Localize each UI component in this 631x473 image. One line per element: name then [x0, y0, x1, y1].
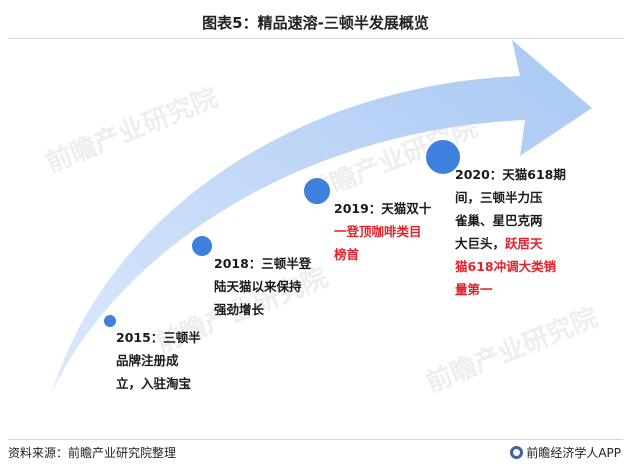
- milestone-node-2019: [302, 176, 332, 206]
- milestone-node-2018: [190, 234, 214, 258]
- milestone-text: 雀巢、星巴克两: [455, 213, 543, 228]
- milestone-highlight: 量第一: [455, 282, 493, 297]
- milestone-text: 间，三顿半力压: [455, 190, 543, 205]
- milestone-highlight: 跃居天: [505, 236, 543, 251]
- milestone-text: 2019：天猫双十: [334, 201, 432, 216]
- milestone-node-2020: [424, 138, 462, 176]
- milestone-highlight: 一登顶咖啡类目: [334, 224, 422, 239]
- milestone-text: 大巨头，: [455, 236, 506, 251]
- brand-name: 前瞻经济学人APP: [526, 446, 621, 460]
- milestone-node-2015: [102, 313, 118, 329]
- source-note: 资料来源：前瞻产业研究院整理: [8, 446, 177, 460]
- milestone-text: 强劲增长: [214, 302, 265, 317]
- milestone-text: 2020：天猫618期: [455, 167, 566, 182]
- milestone-2015: 2015：三顿半 品牌注册成 立，入驻淘宝: [116, 326, 201, 395]
- milestone-highlight: 榜首: [334, 247, 360, 262]
- page-title: 图表5：精品速溶-三顿半发展概览: [202, 14, 429, 32]
- brand-logo-icon: [510, 446, 524, 459]
- milestone-text: 品牌注册成: [116, 353, 179, 368]
- footer-divider: [8, 439, 623, 440]
- growth-arrow: [52, 40, 592, 392]
- milestone-2020: 2020：天猫618期 间，三顿半力压 雀巢、星巴克两 大巨头，跃居天 猫618…: [455, 163, 566, 301]
- brand-credit: 前瞻经济学人APP: [510, 444, 621, 461]
- milestone-highlight: 猫618冲调大类销: [455, 259, 557, 274]
- title-divider: [8, 38, 623, 39]
- milestone-text: 陆天猫以来保持: [214, 279, 302, 294]
- milestone-mixed-line: 大巨头，跃居天: [455, 232, 566, 255]
- milestone-2018: 2018：三顿半登 陆天猫以来保持 强劲增长: [214, 252, 311, 321]
- milestone-2019: 2019：天猫双十 一登顶咖啡类目 榜首: [334, 197, 431, 266]
- milestone-text: 立，入驻淘宝: [116, 376, 192, 391]
- milestone-text: 2018：三顿半登: [214, 256, 312, 271]
- milestone-text: 2015：三顿半: [116, 330, 201, 345]
